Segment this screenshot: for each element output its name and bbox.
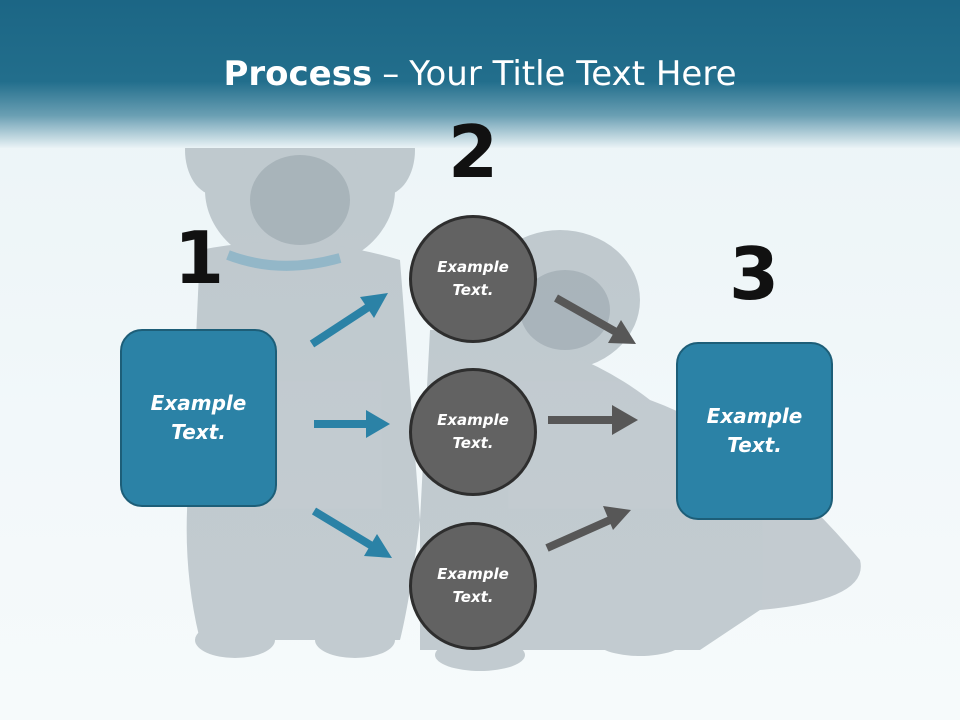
title-text: Your Title Text Here <box>409 54 737 94</box>
title-bold: Process <box>223 54 373 94</box>
step-2-text-middle: Example Text. <box>437 411 509 452</box>
step-2-circle-bottom[interactable]: Example Text. <box>409 522 537 650</box>
arrow-blue-up <box>309 293 388 348</box>
arrow-gray-down <box>554 294 636 344</box>
title-separator: – <box>382 54 400 94</box>
step-2-circle-middle[interactable]: Example Text. <box>409 368 537 496</box>
title-bar: Process–Your Title Text Here <box>0 0 960 148</box>
step-1-box[interactable]: Example Text. <box>120 329 277 507</box>
arrow-gray-middle <box>548 405 638 435</box>
step-number-3: 3 <box>728 232 780 316</box>
step-1-text: Example Text. <box>150 391 247 444</box>
step-number-1: 1 <box>173 216 225 300</box>
step-number-2: 2 <box>447 110 499 194</box>
step-2-text-top: Example Text. <box>437 258 509 299</box>
step-2-circle-top[interactable]: Example Text. <box>409 215 537 343</box>
step-2-text-bottom: Example Text. <box>437 565 509 606</box>
arrow-blue-middle <box>314 410 390 438</box>
arrow-gray-up <box>545 506 631 552</box>
step-3-text: Example Text. <box>706 404 803 457</box>
slide-title: Process–Your Title Text Here <box>0 52 960 96</box>
step-3-box[interactable]: Example Text. <box>676 342 833 520</box>
arrow-blue-down <box>311 507 392 558</box>
